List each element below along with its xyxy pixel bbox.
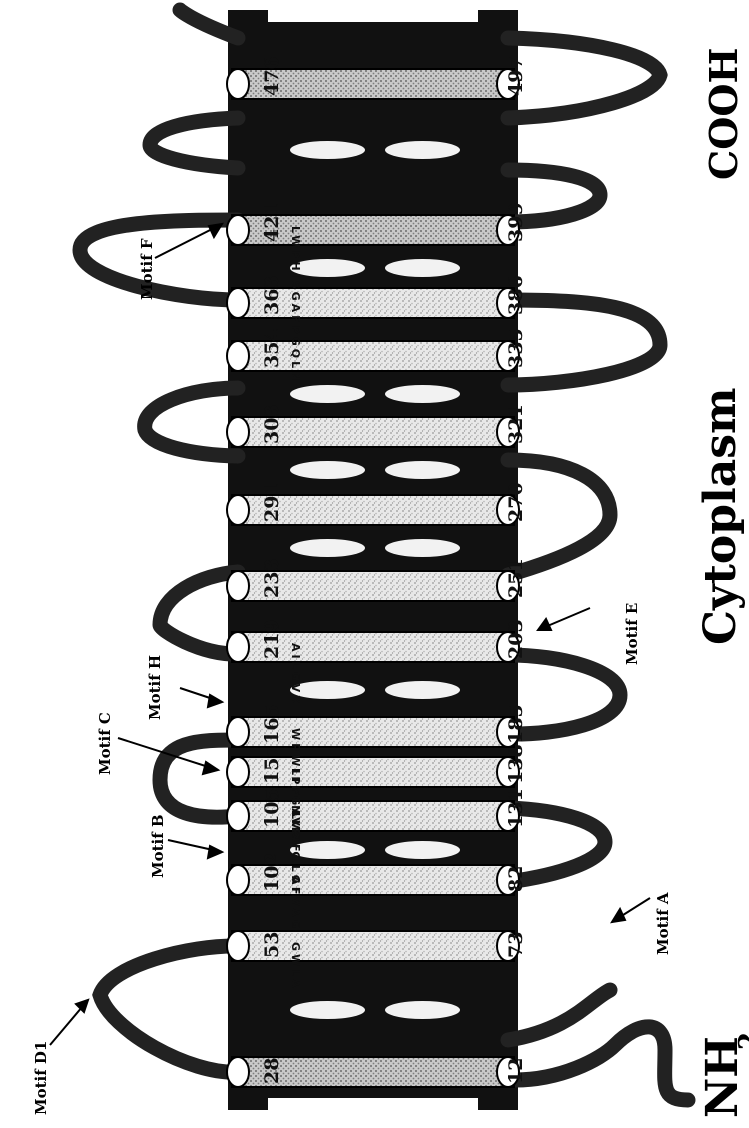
helix-top-number: 363 [261,275,283,315]
loop-251-270 [508,300,660,385]
helix-top-cap [227,417,249,447]
nh2-label: NH 2 [697,1032,749,1118]
helix-top-cap [227,757,249,787]
loop-354-363 [150,118,238,168]
helix-top-cap [227,1057,249,1087]
helix-residues: GWLA [289,942,302,991]
motif-h-arrowhead [208,695,222,707]
helix-residues: AILGVX [289,643,302,707]
helix-bottom-number: 203 [505,619,527,659]
helix-28-12: 28 12 [227,1057,527,1087]
motif-label-d1: Motif D1 [32,1041,50,1115]
helix-top-cap [227,931,249,961]
helix-top-number: 421 [261,202,283,242]
helix-residues: WPWIPFINVPVG [289,728,302,863]
helix-top-cap [227,865,249,895]
helix-top-cap [227,495,249,525]
lipid-tail-oval [385,461,460,479]
helix-bottom-number: 335 [505,328,527,368]
lipid-tail-oval [385,539,460,557]
helix-bottom-number: 131 [505,788,527,828]
cytoplasm-label: Cytoplasm [695,387,746,645]
helix-top-number: 476 [261,56,283,96]
c-terminal-tail [508,990,610,1040]
loop-d1-extracellular [100,946,238,1072]
helix-bottom-number: 73 [505,932,527,958]
helix-top-number: 233 [261,558,283,598]
motif-label-a: Motif A [654,892,672,955]
helix-top-cap [227,288,249,318]
lipid-tail-oval [290,461,365,479]
loop-386-399 [508,38,660,118]
lipid-tail-oval [290,141,365,159]
helix-bottom-number: 497 [505,56,527,96]
motif-b-arrowhead [208,846,222,858]
helix-top-number: 102 [261,852,283,892]
motif-label-c: Motif C [96,712,114,775]
helix-residues: LWPHISGAFPGQLN [289,226,302,383]
helix-top-number: 28 [261,1058,283,1084]
lipid-tail-oval [290,539,365,557]
helix-top-cap [227,571,249,601]
motif-f-arrowhead [209,224,222,237]
helix-top-number: 291 [261,482,283,522]
lipid-tail-oval [290,385,365,403]
helix-top-number: 303 [261,404,283,444]
loop-219-233 [145,388,238,456]
motif-label-e: Motif E [623,603,641,665]
motif-a-arrowhead [612,909,625,922]
lipid-tail-oval [385,841,460,859]
helix-top-cap [227,69,249,99]
helix-top-cap [227,801,249,831]
lipid-tail-oval [385,141,460,159]
helix-bottom-number: 321 [505,404,527,444]
helix-bottom-number: 138 [505,744,527,784]
helix-top-cap [227,717,249,747]
helix-top-number: 354 [261,328,283,368]
helix-bottom-number: 270 [505,482,527,522]
helix-top-number: 157 [261,744,283,784]
helix-top-cap [227,341,249,371]
lipid-tail-oval [385,681,460,699]
helix-bottom-number: 12 [505,1058,527,1084]
helix-top-number: 219 [261,619,283,659]
nh2-label-subscript: 2 [734,1032,749,1050]
helix-top-number: 53 [261,932,283,958]
lipid-tail-oval [385,385,460,403]
lipid-tail-oval [385,259,460,277]
motif-c-arrowhead [203,762,218,774]
motif-e-arrowhead [538,619,551,630]
lipid-tail-oval [290,1001,365,1019]
motif-label-f: Motif F [138,238,156,300]
helix-top-number: 105 [261,788,283,828]
helix-bottom-number: 399 [505,202,527,242]
lipid-tail-oval [385,1001,460,1019]
helix-top-cap [227,215,249,245]
helix-bottom-number: 386 [505,275,527,315]
cooh-label: COOH [701,48,746,180]
helix-bottom-number: 251 [505,558,527,598]
loop-102-105 [160,740,238,817]
helix-top-cap [227,632,249,662]
motif-d1-arrowhead [76,1000,88,1012]
motif-label-b: Motif B [149,814,167,878]
helix-bottom-number: 82 [505,866,527,892]
helix-bottom-number: 185 [505,704,527,744]
motif-label-h: Motif H [146,655,164,720]
helix-top-number: 165 [261,704,283,744]
